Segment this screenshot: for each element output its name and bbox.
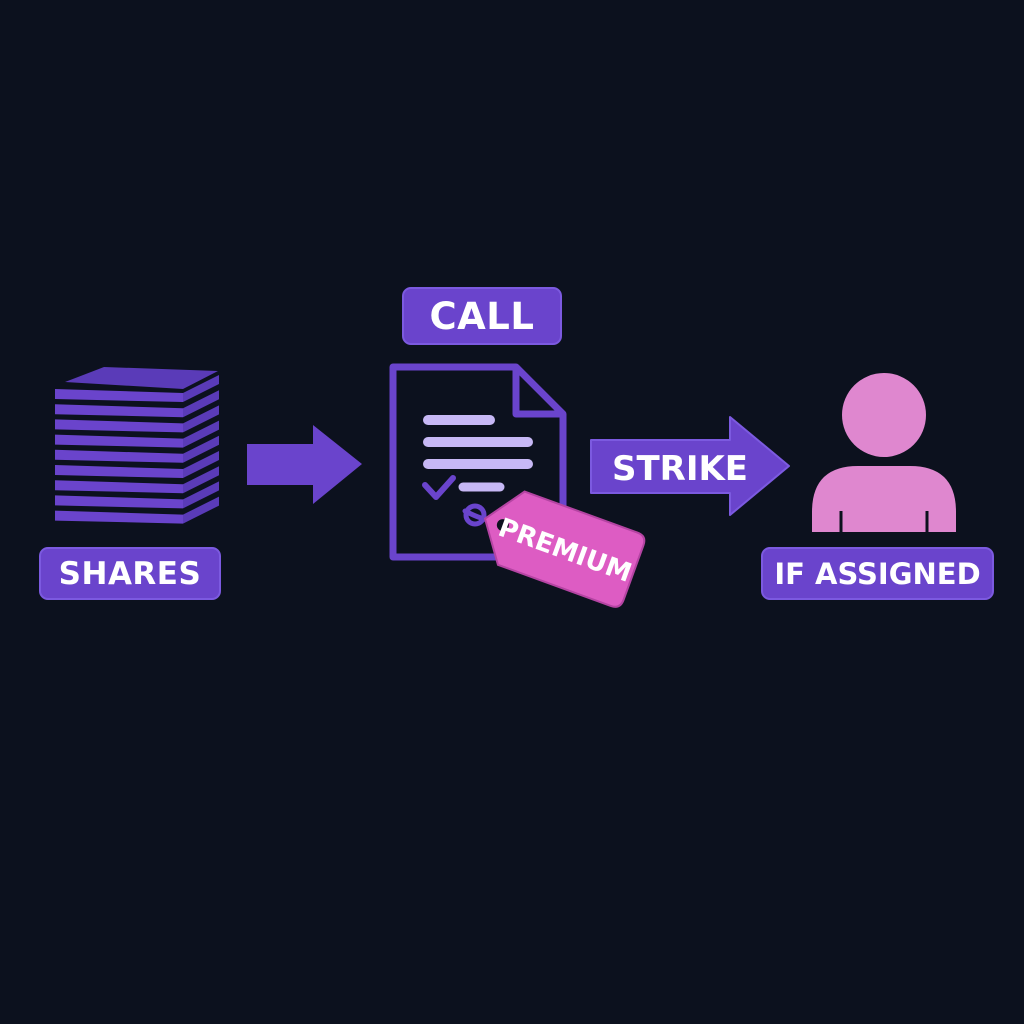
stack-slab-edge (183, 375, 219, 402)
stack-slab (55, 465, 183, 478)
stack-slab-edge (183, 481, 219, 509)
contract-document-icon (389, 363, 567, 561)
stack-slab-edge (183, 405, 219, 433)
strike-arrow: STRIKE (590, 416, 790, 516)
stack-slab (55, 480, 183, 494)
stack-slab-edge (183, 390, 219, 418)
stack-slab-edge (183, 466, 219, 494)
stack-slab (55, 495, 183, 509)
stack-slab (55, 404, 183, 418)
stack-slab-edge (183, 435, 219, 463)
call-label: CALL (402, 287, 562, 345)
check-icon (422, 475, 456, 500)
stack-slab (55, 389, 183, 402)
flow-arrow-icon (247, 425, 362, 504)
stack-slab (55, 510, 183, 524)
price-tag-icon: PREMIUM (462, 490, 646, 608)
if-assigned-label: IF ASSIGNED (761, 547, 994, 600)
stack-slab (55, 419, 183, 433)
stack-slab-edge (183, 420, 219, 448)
stack-slab (55, 434, 183, 448)
person-icon (812, 373, 956, 532)
share-stack-icon (55, 367, 219, 524)
stack-slab-edge (183, 451, 219, 478)
shares-label: SHARES (39, 547, 221, 600)
strike-label: STRIKE (612, 449, 748, 489)
stack-slab-edge (183, 496, 219, 524)
stack-slab (55, 449, 183, 463)
